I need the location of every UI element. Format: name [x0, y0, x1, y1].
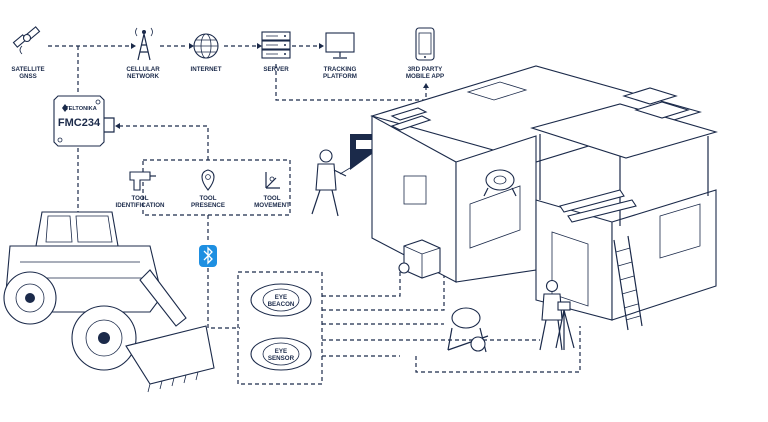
monitor-icon	[325, 32, 355, 59]
tool-movement-label-2: MOVEMENT	[254, 202, 290, 209]
surveyor-illustration	[539, 279, 575, 351]
device-model: FMC234	[58, 117, 101, 129]
tracking-label-2: PLATFORM	[323, 73, 357, 80]
cellular-label-1: CELLULAR	[126, 66, 160, 73]
eye-devices-box	[237, 271, 323, 385]
tool-identification-label-1: TOOL	[131, 195, 148, 202]
building-illustration	[370, 65, 718, 331]
worker-tablet-illustration	[311, 134, 380, 217]
loader-illustration	[3, 211, 215, 393]
fmc234-device	[53, 95, 115, 147]
wheelbarrow-mixer-illustration	[447, 307, 489, 353]
device-brand: TELTONIKA	[65, 106, 97, 112]
cement-mixer-illustration	[483, 169, 517, 197]
server-label: SERVER	[263, 66, 289, 73]
phone-icon	[415, 27, 435, 61]
tool-movement-label-1: TOOL	[263, 195, 280, 202]
tool-presence-label-2: PRESENCE	[191, 202, 225, 209]
tracking-label-1: TRACKING	[324, 66, 357, 73]
cell-tower-icon	[135, 27, 153, 61]
cellular-label-2: NETWORK	[127, 73, 159, 80]
satellite-icon	[12, 26, 41, 55]
tool-presence-label-1: TOOL	[199, 195, 216, 202]
mobile-label-2: MOBILE APP	[406, 73, 444, 80]
eye-beacon-label-2: BEACON	[268, 301, 295, 308]
location-pin-icon	[201, 169, 215, 191]
drill-icon	[129, 171, 156, 191]
globe-icon	[193, 33, 219, 59]
eye-sensor-label-2: SENSOR	[268, 355, 295, 362]
bluetooth-icon	[199, 245, 217, 267]
server-icon	[261, 31, 291, 59]
mobile-label-1: 3RD PARTY	[408, 66, 443, 73]
top-connections	[48, 43, 429, 101]
tool-box	[142, 159, 291, 240]
tool-identification-label-2: IDENTIFICATION	[115, 202, 165, 209]
internet-label: INTERNET	[191, 66, 222, 73]
satellite-label-1: SATELLITE	[11, 66, 44, 73]
eye-beacon-label-1: EYE	[275, 294, 287, 301]
movement-axes-icon	[265, 172, 280, 189]
eye-sensor-label-1: EYE	[275, 348, 287, 355]
generator-illustration	[398, 239, 441, 279]
satellite-label-2: GNSS	[19, 73, 37, 80]
